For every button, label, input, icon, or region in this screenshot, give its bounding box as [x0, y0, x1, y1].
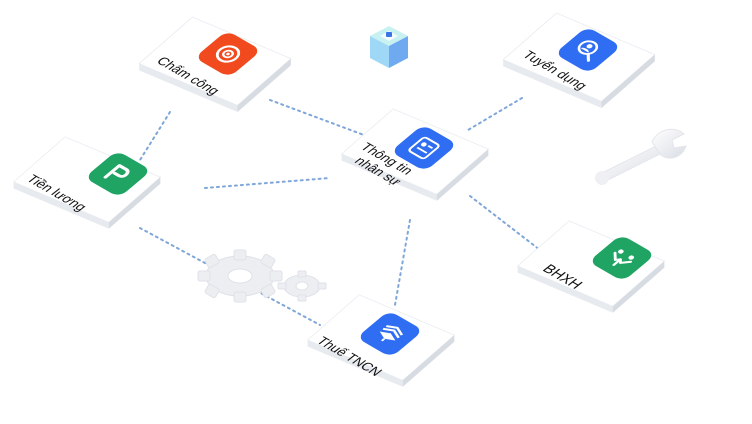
- connector-thongtin-bhxh: [469, 195, 541, 251]
- gears-icon: [197, 249, 327, 303]
- connector-tienluong-thongtin: [204, 177, 331, 189]
- connector-chamcong-tienluong: [139, 111, 171, 161]
- connector-tuyendung-thongtin: [467, 97, 523, 131]
- node-thue-tncn[interactable]: Thuế TNCN: [296, 290, 486, 414]
- person-search-icon: [554, 26, 622, 74]
- id-card-icon: [390, 124, 458, 172]
- node-tuyen-dung[interactable]: Tuyển dụng: [494, 8, 684, 128]
- stacked-layers-icon: [356, 310, 424, 358]
- tile-base: [516, 220, 666, 313]
- p-letter-icon: [84, 150, 152, 198]
- node-tien-luong[interactable]: Tiền lương: [2, 132, 192, 256]
- node-bhxh[interactable]: BHXH: [506, 216, 696, 340]
- people-icon: [588, 234, 656, 282]
- cube-icon: [370, 26, 408, 68]
- clock-check-icon: [194, 30, 262, 78]
- wrench-icon: [595, 128, 687, 185]
- connector-thongtin-thue: [394, 219, 411, 306]
- node-thong-tin-nhan-su[interactable]: Thông tin nhân sự: [330, 104, 520, 228]
- connector-chamcong-thongtin: [269, 99, 373, 139]
- node-cham-cong[interactable]: Chấm công: [130, 12, 320, 132]
